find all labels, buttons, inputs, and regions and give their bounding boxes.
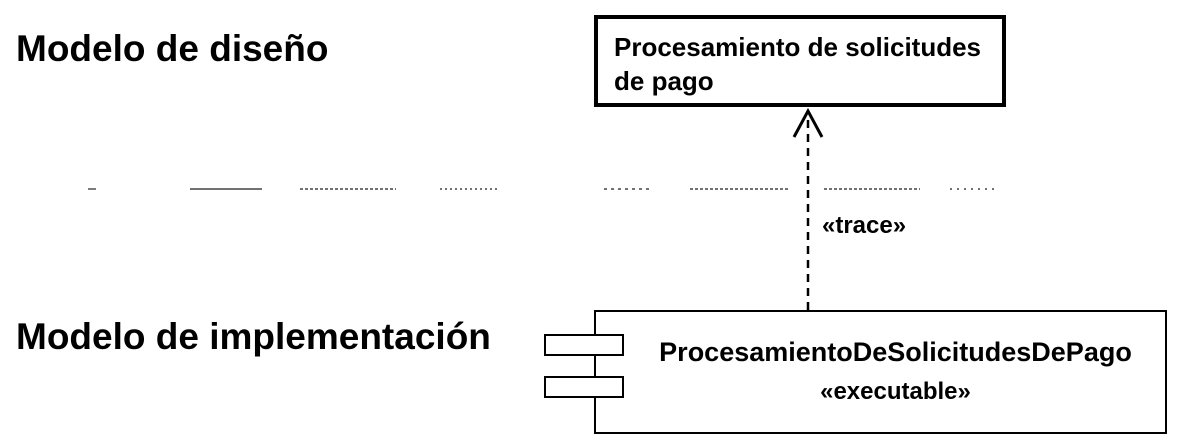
design-element-name: Procesamiento de solicitudes de pago xyxy=(614,32,982,96)
component-name: ProcesamientoDeSolicitudesDePago xyxy=(659,337,1132,367)
arrowhead-icon xyxy=(792,107,824,138)
component-tab-icon xyxy=(544,334,624,356)
trace-dependency-label: «trace» xyxy=(822,212,907,239)
component-tab-icon xyxy=(544,376,624,398)
component-stereotype: «executable» xyxy=(820,378,971,405)
implementation-component-box[interactable]: ProcesamientoDeSolicitudesDePago «execut… xyxy=(544,310,1167,434)
implementation-model-label: Modelo de implementación xyxy=(16,316,491,357)
design-model-label: Modelo de diseño xyxy=(16,28,329,69)
design-element-box[interactable]: Procesamiento de solicitudes de pago xyxy=(594,15,1006,107)
